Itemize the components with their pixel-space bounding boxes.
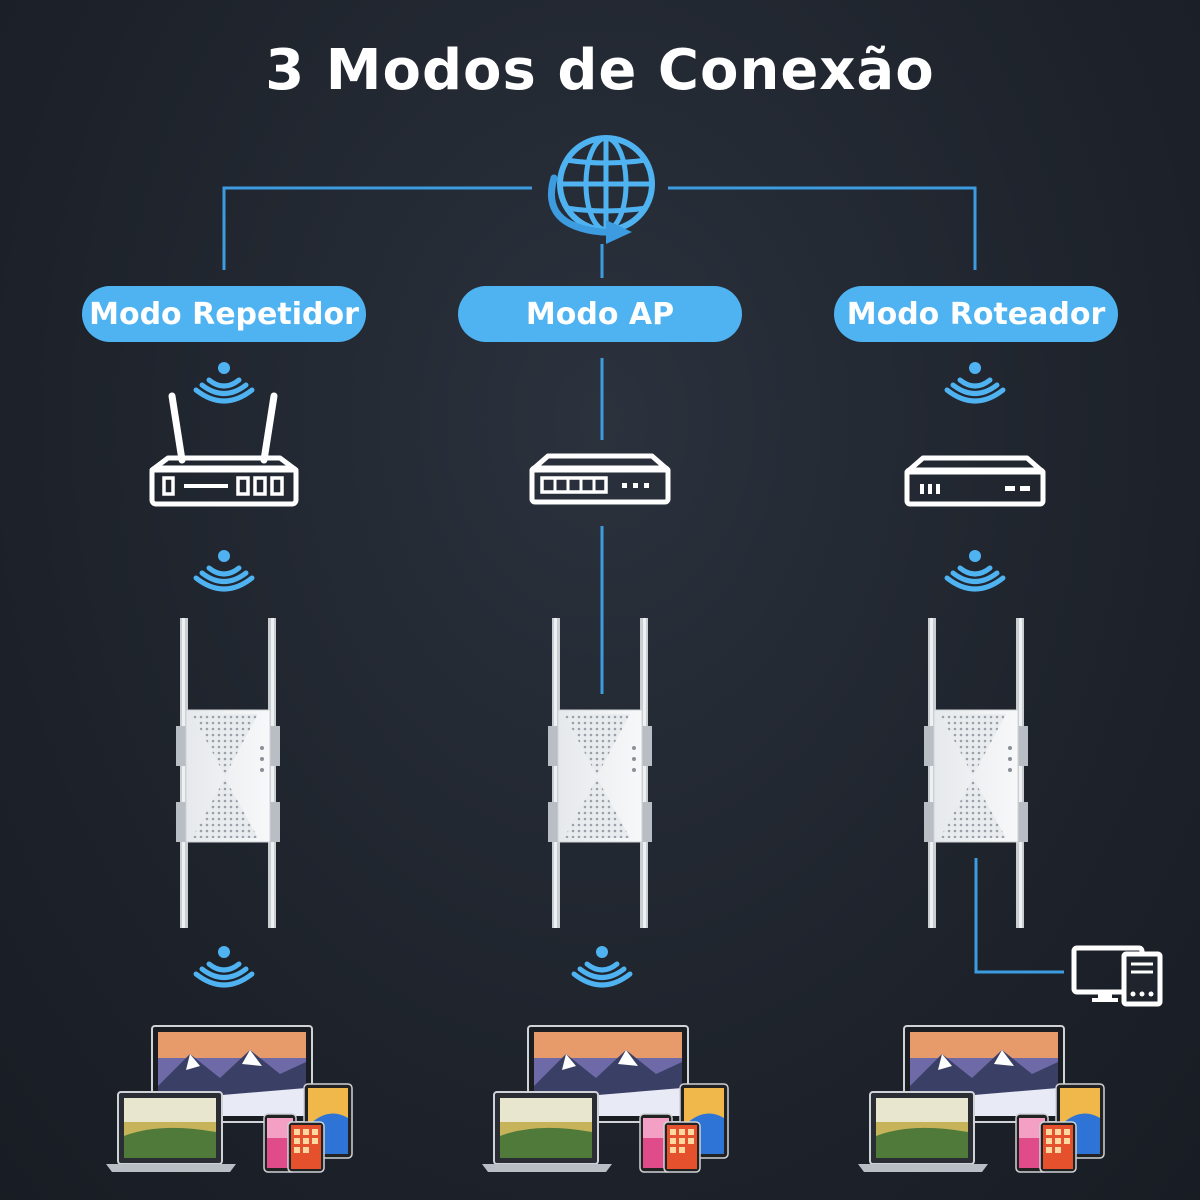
line-globe-to-repeater [222,186,532,270]
extender-icon [175,617,281,929]
desktop-pc-icon [1071,945,1163,1007]
connection-lines [222,186,1064,974]
wifi-icon [196,550,252,589]
devices-icon [481,1025,729,1173]
wifi-icon [947,550,1003,589]
mode-pill-repeater: Modo Repetidor [82,286,366,342]
extender-icon [547,617,653,929]
devices-icon [105,1025,353,1173]
wifi-icon [196,362,252,401]
mode-pill-router: Modo Roteador [834,286,1118,342]
mode-pill-ap: Modo AP [458,286,742,342]
devices-icon [857,1025,1105,1173]
wifi-icon [196,946,252,985]
switch-icon [529,453,671,505]
line-extender-to-pc [974,858,1064,974]
modem-icon [904,455,1046,507]
globe-icon [547,135,655,244]
page-title: 3 Modos de Conexão [265,38,935,103]
router-icon [149,392,299,507]
wifi-icon [947,362,1003,401]
wifi-icon [574,946,630,985]
line-globe-to-router [668,186,977,270]
